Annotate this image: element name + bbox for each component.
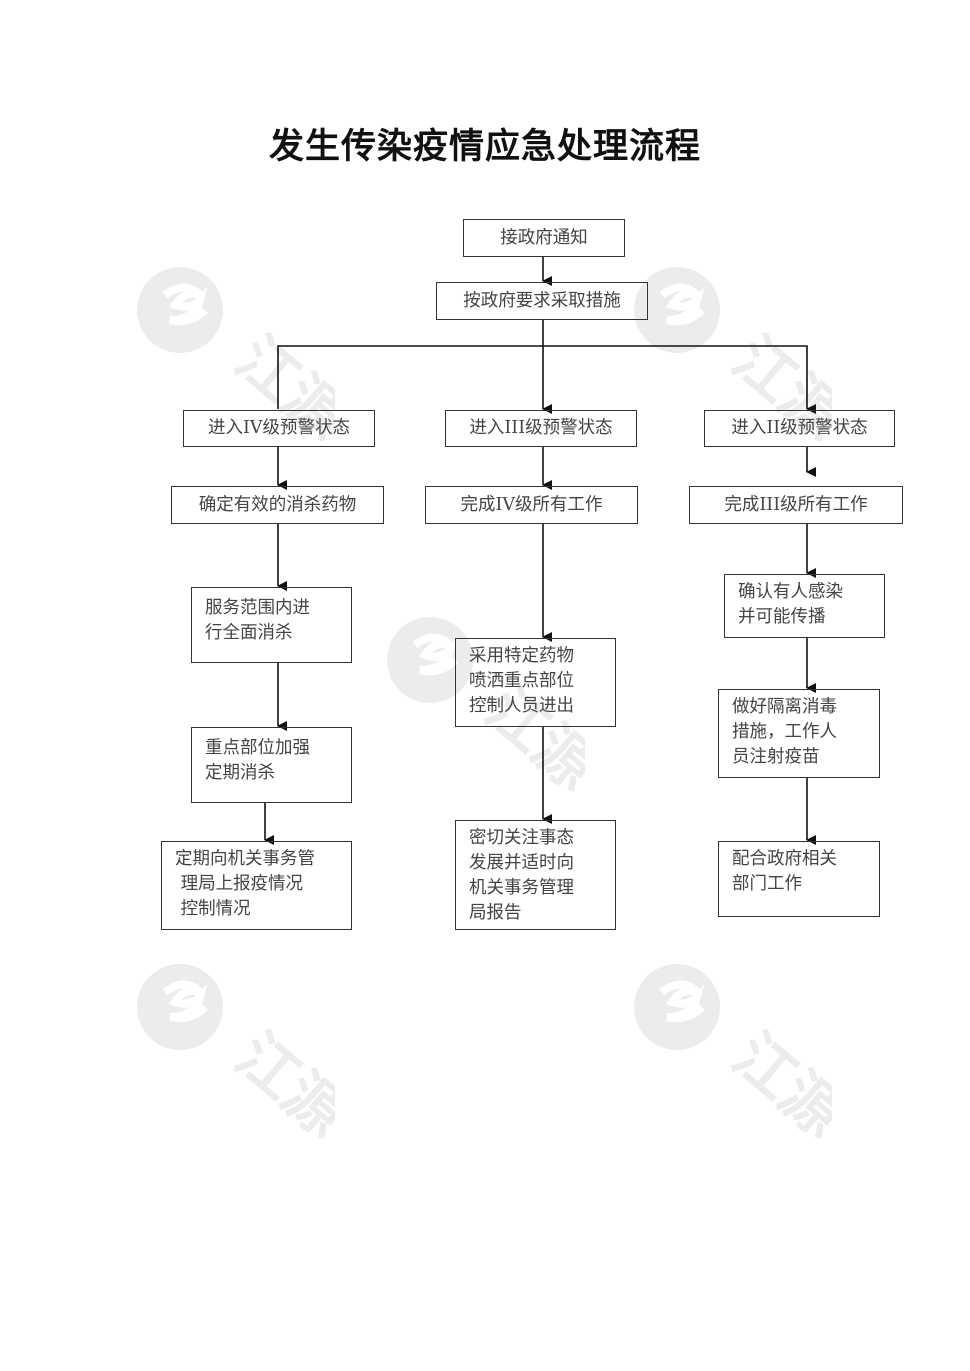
start-label: 接政府通知	[500, 227, 588, 248]
step-line: 定期向机关事务管	[175, 849, 315, 869]
step-line: 配合政府相关	[732, 849, 837, 869]
alert-label: 进入III级预警状态	[469, 418, 613, 438]
step-line: 发展并适时向	[469, 853, 574, 873]
step-line: 理局上报疫情况	[175, 874, 304, 894]
step-line: 员注射疫苗	[732, 747, 820, 767]
step-line: 控制情况	[175, 899, 251, 919]
step-box: 采用特定药物 喷洒重点部位 控制人员进出	[455, 638, 616, 727]
step-line: 喷洒重点部位	[469, 671, 574, 691]
step-box: 配合政府相关 部门工作	[718, 841, 880, 917]
step1-box-level-ii: 完成III级所有工作	[689, 486, 903, 524]
step-box: 密切关注事态 发展并适时向 机关事务管理 局报告	[455, 820, 616, 930]
step1-label: 完成III级所有工作	[724, 494, 868, 515]
start-box: 接政府通知	[463, 219, 625, 257]
alert-box-level-iii: 进入III级预警状态	[445, 410, 637, 447]
step1-label: 完成IV级所有工作	[460, 494, 603, 515]
measures-label: 按政府要求采取措施	[463, 290, 621, 311]
alert-label: 进入II级预警状态	[731, 418, 868, 438]
step-line: 采用特定药物	[469, 646, 574, 666]
step-box: 做好隔离消毒 措施，工作人 员注射疫苗	[718, 689, 880, 778]
step-line: 并可能传播	[738, 607, 826, 627]
step1-box-level-iv: 确定有效的消杀药物	[171, 486, 384, 524]
step-line: 定期消杀	[205, 763, 275, 783]
step-line: 重点部位加强	[205, 738, 310, 758]
step1-label: 确定有效的消杀药物	[198, 494, 357, 515]
step-line: 服务范围内进	[205, 598, 310, 618]
step-box: 重点部位加强 定期消杀	[191, 727, 352, 803]
measures-box: 按政府要求采取措施	[436, 282, 648, 320]
step-line: 密切关注事态	[469, 828, 574, 848]
step-line: 确认有人感染	[738, 582, 843, 602]
step1-box-level-iii: 完成IV级所有工作	[425, 486, 638, 524]
step-line: 部门工作	[732, 874, 802, 894]
step-line: 机关事务管理	[469, 878, 574, 898]
step-line: 做好隔离消毒	[732, 697, 837, 717]
page-title: 发生传染疫情应急处理流程	[268, 127, 701, 167]
alert-box-level-ii: 进入II级预警状态	[704, 410, 895, 447]
alert-label: 进入IV级预警状态	[207, 418, 351, 438]
step-line: 措施，工作人	[732, 722, 837, 742]
step-line: 行全面消杀	[205, 623, 293, 643]
alert-box-level-iv: 进入IV级预警状态	[183, 410, 375, 447]
step-line: 局报告	[469, 903, 522, 923]
step-box: 确认有人感染 并可能传播	[724, 574, 885, 638]
step-line: 控制人员进出	[469, 696, 574, 716]
step-box: 服务范围内进 行全面消杀	[191, 587, 352, 663]
step-box: 定期向机关事务管 理局上报疫情况 控制情况	[161, 841, 352, 930]
